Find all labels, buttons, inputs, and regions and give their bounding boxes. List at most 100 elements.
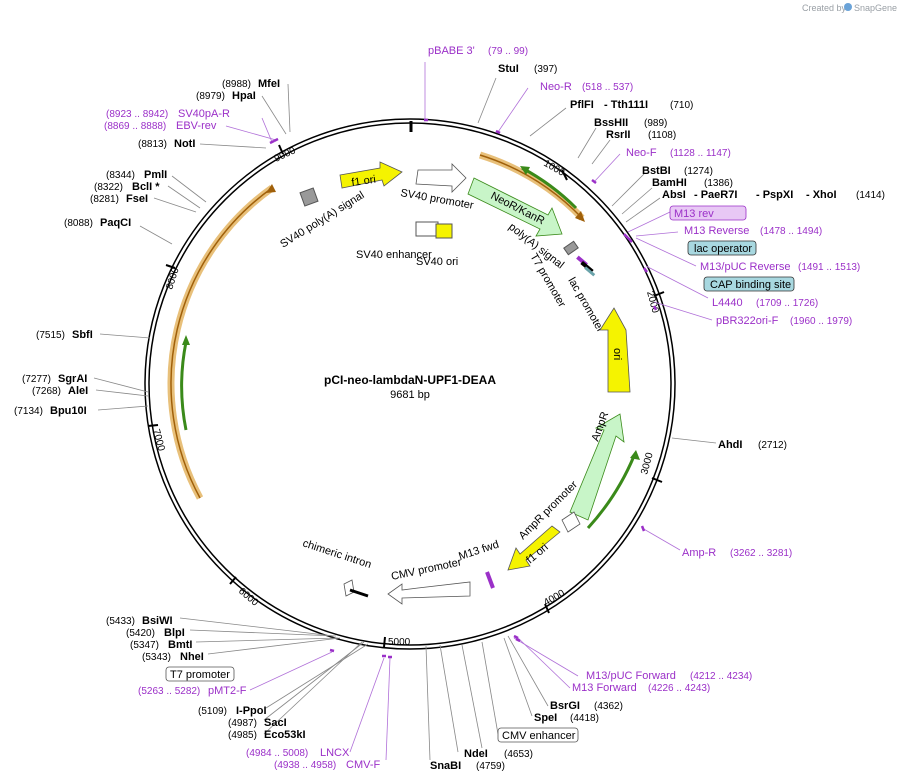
ori-arrow <box>599 307 631 393</box>
primer-pbr322-pos: (1960 .. 1979) <box>790 316 852 327</box>
primer-l4440-label: L4440 <box>712 297 743 309</box>
enzyme-blpi: BlpI <box>164 627 185 639</box>
primer-m13rev-box <box>669 205 747 221</box>
enzyme-paqci-pos: (8088) <box>64 218 93 229</box>
polyA-box <box>563 240 579 256</box>
enzyme-alei: AleI <box>68 385 88 397</box>
enzyme-bmti: BmtI <box>168 639 192 651</box>
primer-leader-lines <box>225 62 713 761</box>
enzyme-sbfi: SbfI <box>72 329 93 341</box>
chimeric-intron-mark <box>349 588 369 598</box>
credit-brand: SnapGene <box>854 3 897 13</box>
primer-m13reverse-pos: (1478 .. 1494) <box>760 226 822 237</box>
enzyme-saci-pos: (4987) <box>228 718 257 729</box>
primer-lncx-pos: (4984 .. 5008) <box>246 748 308 759</box>
enzyme-pspxi: - PspXI <box>756 189 793 201</box>
enzyme-bamhi-pos: (1386) <box>704 178 733 189</box>
primer-neor-label: Neo-R <box>540 81 572 93</box>
t7-promoter-box-label: T7 promoter <box>170 669 230 681</box>
enzyme-fsei: FseI <box>126 193 148 205</box>
enzyme-noti-pos: (8813) <box>138 139 167 150</box>
plasmid-name: pCI-neo-lambdaN-UPF1-DEAA <box>324 373 496 387</box>
ampr-arrow <box>569 413 625 521</box>
enzyme-bsrgi: BsrGI <box>550 700 580 712</box>
cmv-enhancer-box <box>497 727 579 743</box>
enzyme-hpai-pos: (8979) <box>196 91 225 102</box>
cmv-promoter-label: CMV promoter <box>390 556 463 583</box>
primer-cmvf-pos: (4938 .. 4958) <box>274 760 336 771</box>
enzyme-paqci: PaqCI <box>100 217 131 229</box>
enzyme-eco53ki-pos: (4985) <box>228 730 257 741</box>
primer-pmt2f-label: pMT2-F <box>208 685 247 697</box>
enzyme-paer7i: - PaeR7I <box>694 189 737 201</box>
enzyme-spei: SpeI <box>534 712 557 724</box>
enzyme-bpu10i-pos: (7134) <box>14 406 43 417</box>
enzyme-sgrai-pos: (7277) <box>22 374 51 385</box>
m13-fwd-label: M13 fwd <box>457 539 500 563</box>
tick-label-8000: 8000 <box>164 266 181 291</box>
snapgene-logo-icon <box>844 3 852 11</box>
orange-feature-left-line <box>170 187 273 499</box>
enzyme-pmli-pos: (8344) <box>106 170 135 181</box>
primer-ampr-pos: (3262 .. 3281) <box>730 548 792 559</box>
sv40-enhancer-box <box>415 221 439 237</box>
enzyme-bpu10i: Bpu10I <box>50 405 87 417</box>
enzyme-ndei: NdeI <box>464 748 488 760</box>
primer-m13fwd-label: M13 Forward <box>572 682 637 694</box>
enzyme-stui-pos: (397) <box>534 64 557 75</box>
enzyme-nhei-pos: (5343) <box>142 652 171 663</box>
enzyme-tth111i: - Tth111I <box>604 99 648 111</box>
primer-m13puc-rev-label: M13/pUC Reverse <box>700 261 790 273</box>
enzyme-pflfi-pos: (710) <box>670 100 693 111</box>
enzyme-alei-pos: (7268) <box>32 386 61 397</box>
cmv-enhancer-box-label: CMV enhancer <box>502 730 576 742</box>
primer-m13puc-fwd-label: M13/pUC Forward <box>586 670 676 682</box>
primer-neof-pos: (1128 .. 1147) <box>670 148 731 159</box>
enzyme-bmti-pos: (5347) <box>130 640 159 651</box>
enzyme-blpi-pos: (5420) <box>126 628 155 639</box>
enzyme-mfei: MfeI <box>258 78 280 90</box>
primer-l4440-pos: (1709 .. 1726) <box>756 298 818 309</box>
enzyme-spei-pos: (4418) <box>570 713 599 724</box>
sv40-enhancer-label: SV40 enhancer <box>356 249 432 261</box>
enzyme-rsrii: RsrII <box>606 129 630 141</box>
enzyme-absi-pos: (1414) <box>856 190 885 201</box>
f1-ori-bottom-label: f1 ori <box>524 541 550 566</box>
primer-pbr322-label: pBR322ori-F <box>716 315 779 327</box>
enzyme-ndei-pos: (4653) <box>504 749 533 760</box>
primer-sv40par-label: SV40pA-R <box>178 108 230 120</box>
primer-ampr-label: Amp-R <box>682 547 716 559</box>
f1-ori-top-label: f1 ori <box>351 174 377 189</box>
enzyme-sgrai: SgrAI <box>58 373 87 385</box>
f1-ori-top-arrow <box>339 161 403 189</box>
enzyme-bstbi: BstBI <box>642 165 671 177</box>
lac-operator-box <box>687 240 757 256</box>
ticks <box>147 121 665 648</box>
credit-text: Created by <box>802 3 847 13</box>
enzyme-leader-lines <box>93 77 717 761</box>
f1-ori-bottom-arrow <box>507 525 561 571</box>
enzyme-pflfi: PflFI <box>570 99 594 111</box>
primer-m13reverse-label: M13 Reverse <box>684 225 749 237</box>
chimeric-intron-label: chimeric intron <box>301 537 373 571</box>
primer-m13puc-fwd-pos: (4212 .. 4234) <box>690 671 752 682</box>
primer-marks <box>269 118 658 659</box>
sv40-ori-label: SV40 ori <box>416 256 458 268</box>
primer-sv40par-pos: (8923 .. 8942) <box>106 109 168 120</box>
primer-pbabe3-label: pBABE 3' <box>428 45 475 57</box>
primer-m13rev-label: M13 rev <box>674 208 714 220</box>
enzyme-pmli: PmlI <box>144 169 167 181</box>
enzyme-sbfi-pos: (7515) <box>36 330 65 341</box>
enzyme-xhoi: - XhoI <box>806 189 837 201</box>
lac-operator-label: lac operator <box>694 243 752 255</box>
enzyme-i-ppoi-pos: (5109) <box>198 706 227 717</box>
enzyme-ahdi: AhdI <box>718 439 742 451</box>
cap-site-box <box>703 276 795 292</box>
enzyme-bsiwi-pos: (5433) <box>106 616 135 627</box>
primer-neof-label: Neo-F <box>626 147 657 159</box>
enzyme-bsrgi-pos: (4362) <box>594 701 623 712</box>
primer-neor-pos: (518 .. 537) <box>582 82 633 93</box>
sv40-promoter-label: SV40 promoter <box>399 187 474 212</box>
primer-cmvf-label: CMV-F <box>346 759 381 771</box>
